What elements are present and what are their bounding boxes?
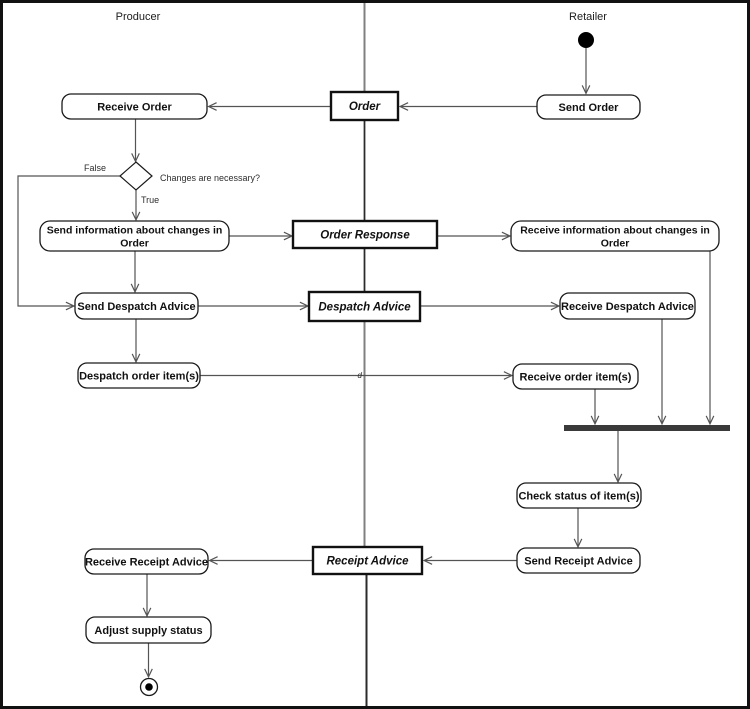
initial-node <box>578 32 594 48</box>
lane-label-producer: Producer <box>116 11 161 23</box>
object-node-order-response-label: Order Response <box>320 230 410 242</box>
node-receive-info-about-changes: Receive information about changes in Ord… <box>510 220 720 252</box>
node-receive-order-label: Receive Order <box>97 102 172 114</box>
node-receive-despatch-advice: Receive Despatch Advice <box>559 292 696 320</box>
object-node-receipt-advice-label: Receipt Advice <box>326 556 409 568</box>
node-receive-order: Receive Order <box>61 93 208 120</box>
node-check-status-of-items: Check status of item(s) <box>516 482 642 509</box>
node-send-despatch-advice: Send Despatch Advice <box>74 292 199 320</box>
object-node-despatch-advice: Despatch Advice <box>307 290 422 323</box>
swimlane-divider <box>363 3 368 706</box>
final-node <box>139 677 159 697</box>
join-bar <box>564 425 730 431</box>
node-receive-receipt-advice-label: Receive Receipt Advice <box>85 557 208 569</box>
node-send-info-label-line2: Order <box>120 238 149 250</box>
node-send-info-label-line1: Send information about changes in <box>47 225 223 237</box>
node-receive-info-label-line2: Order <box>601 238 630 250</box>
node-send-receipt-advice: Send Receipt Advice <box>516 547 641 574</box>
node-receive-order-items-label: Receive order item(s) <box>520 372 632 384</box>
node-despatch-order-items: Despatch order item(s) <box>77 362 201 389</box>
lane-label-retailer: Retailer <box>569 11 607 23</box>
node-receive-despatch-advice-label: Receive Despatch Advice <box>561 301 694 313</box>
node-despatch-order-items-label: Despatch order item(s) <box>79 371 199 383</box>
node-receive-order-items: Receive order item(s) <box>512 363 639 390</box>
node-send-order-label: Send Order <box>559 102 620 114</box>
node-send-despatch-advice-label: Send Despatch Advice <box>77 301 195 313</box>
object-node-despatch-advice-label: Despatch Advice <box>318 302 411 314</box>
decision-node <box>119 161 153 191</box>
guard-label-true: True <box>141 195 159 205</box>
guard-label-false: False <box>84 163 106 173</box>
edge-decision-false-to-send-despatch <box>17 175 120 311</box>
node-adjust-supply-status: Adjust supply status <box>85 616 212 644</box>
node-send-info-about-changes: Send information about changes in Order <box>39 220 230 252</box>
object-node-order-label: Order <box>349 101 381 113</box>
node-receive-receipt-advice: Receive Receipt Advice <box>84 548 209 575</box>
object-node-order-response: Order Response <box>291 219 439 250</box>
node-adjust-supply-status-label: Adjust supply status <box>94 625 202 637</box>
object-node-order: Order <box>329 90 400 122</box>
edges <box>17 48 715 679</box>
object-node-receipt-advice: Receipt Advice <box>311 545 424 576</box>
decision-question-label: Changes are necessary? <box>160 173 260 183</box>
edge-label-d: d <box>358 371 363 380</box>
node-check-status-of-items-label: Check status of item(s) <box>518 491 639 503</box>
node-send-receipt-advice-label: Send Receipt Advice <box>524 556 632 568</box>
node-send-order: Send Order <box>536 94 641 120</box>
node-receive-info-label-line1: Receive information about changes in <box>520 225 710 237</box>
